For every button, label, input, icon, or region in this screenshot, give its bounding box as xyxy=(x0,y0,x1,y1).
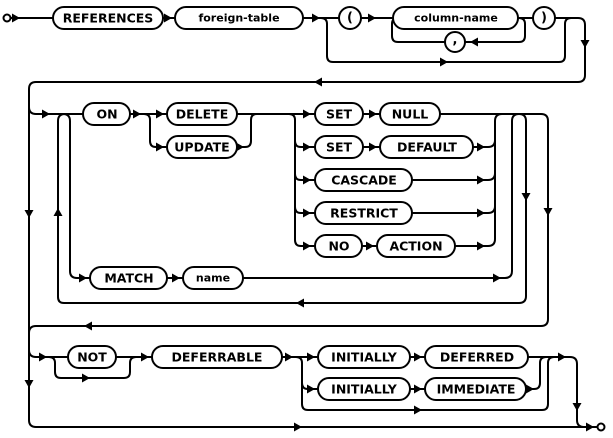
node-default: DEFAULT xyxy=(379,135,474,159)
node-immediate: IMMEDIATE xyxy=(424,377,527,401)
node-delete-shape xyxy=(166,102,238,126)
node-not: NOT xyxy=(67,345,117,369)
node-default-shape xyxy=(379,135,474,159)
node-not-shape xyxy=(67,345,117,369)
node-open-paren: ( xyxy=(338,6,362,30)
node-comma-label: , xyxy=(453,33,458,48)
node-open-paren-label: ( xyxy=(347,11,353,26)
node-update-label: UPDATE xyxy=(174,140,229,155)
node-initially-deferred-initially: INITIALLY xyxy=(317,345,411,369)
node-null-label: NULL xyxy=(392,107,429,122)
node-open-paren-shape xyxy=(338,6,362,30)
node-action: ACTION xyxy=(376,234,456,258)
node-match: MATCH xyxy=(89,266,168,290)
node-initially-a-label: INITIALLY xyxy=(331,350,398,365)
node-set-a-shape xyxy=(314,102,364,126)
node-action-label: ACTION xyxy=(389,239,442,254)
node-null: NULL xyxy=(379,102,441,126)
node-foreign-table-label: foreign-table xyxy=(198,12,279,25)
track-left-spine xyxy=(28,89,597,428)
node-comma-shape xyxy=(444,31,466,53)
node-name-label: name xyxy=(196,272,230,285)
node-column-name-label: column-name xyxy=(414,12,498,25)
node-default-label: DEFAULT xyxy=(397,140,457,155)
node-deferrable: DEFERRABLE xyxy=(151,345,283,369)
node-on-label: ON xyxy=(96,107,117,122)
node-column-name-shape xyxy=(392,6,519,30)
node-deferred-label: DEFERRED xyxy=(440,350,514,365)
node-match-shape xyxy=(89,266,168,290)
node-initially-b-shape xyxy=(317,377,411,401)
arrowheads-up xyxy=(53,208,63,216)
node-action-shape xyxy=(376,234,456,258)
node-no-label: NO xyxy=(328,239,349,254)
node-deferrable-shape xyxy=(151,345,283,369)
node-set-a-label: SET xyxy=(326,107,353,122)
node-cascade-shape xyxy=(314,168,413,192)
node-deferred-shape xyxy=(424,345,529,369)
node-initially-a-shape xyxy=(317,345,411,369)
node-foreign-table: foreign-table xyxy=(174,6,304,30)
node-update-shape xyxy=(166,135,238,159)
start-terminal xyxy=(2,13,12,23)
node-close-paren: ) xyxy=(532,6,556,30)
node-on-shape xyxy=(82,102,131,126)
node-close-paren-label: ) xyxy=(541,11,547,26)
node-initially-immediate-initially: INITIALLY xyxy=(317,377,411,401)
node-foreign-table-shape xyxy=(174,6,304,30)
node-name: name xyxy=(182,266,244,290)
node-cascade: CASCADE xyxy=(314,168,413,192)
node-cascade-label: CASCADE xyxy=(331,173,397,188)
node-close-paren-shape xyxy=(532,6,556,30)
node-not-label: NOT xyxy=(77,350,107,365)
node-match-label: MATCH xyxy=(104,271,153,286)
node-null-shape xyxy=(379,102,441,126)
node-references: REFERENCES xyxy=(52,6,164,30)
node-restrict: RESTRICT xyxy=(314,201,413,225)
node-references-shape xyxy=(52,6,164,30)
node-delete: DELETE xyxy=(166,102,238,126)
node-set-b-shape xyxy=(314,135,364,159)
node-no-shape xyxy=(314,234,363,258)
node-immediate-label: IMMEDIATE xyxy=(437,382,516,397)
node-name-shape xyxy=(182,266,244,290)
node-set-null-set: SET xyxy=(314,102,364,126)
node-set-default-set: SET xyxy=(314,135,364,159)
node-deferrable-label: DEFERRABLE xyxy=(172,350,263,365)
node-immediate-shape xyxy=(424,377,527,401)
node-column-name: column-name xyxy=(392,6,519,30)
node-set-b-label: SET xyxy=(326,140,353,155)
node-delete-label: DELETE xyxy=(176,107,228,122)
node-initially-b-label: INITIALLY xyxy=(331,382,398,397)
node-no: NO xyxy=(314,234,363,258)
node-references-label: REFERENCES xyxy=(63,11,154,26)
end-terminal xyxy=(596,422,606,432)
node-update: UPDATE xyxy=(166,135,238,159)
node-deferred: DEFERRED xyxy=(424,345,529,369)
node-on: ON xyxy=(82,102,131,126)
node-restrict-label: RESTRICT xyxy=(330,206,398,221)
node-restrict-shape xyxy=(314,201,413,225)
node-comma: , xyxy=(444,31,466,53)
